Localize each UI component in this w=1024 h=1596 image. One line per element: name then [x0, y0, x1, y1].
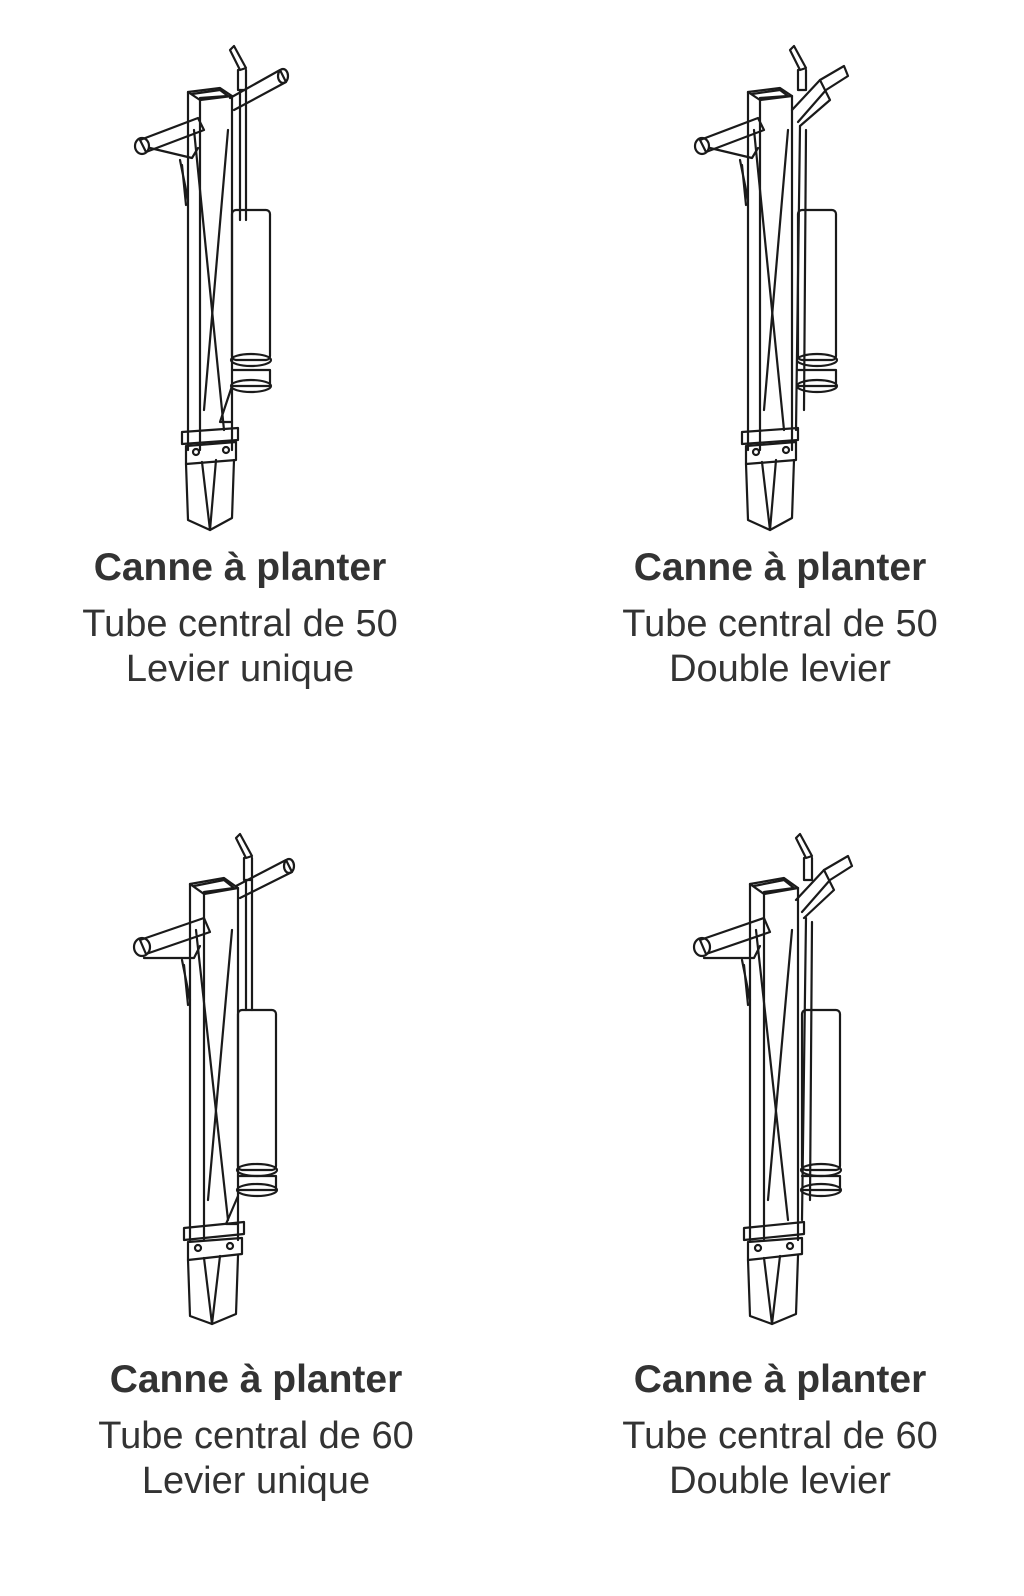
product-spec-tube: Tube central de 60	[98, 1415, 414, 1457]
product-spec-tube: Tube central de 50	[82, 603, 398, 645]
product-caption: Canne à planter Tube central de 60 Levie…	[16, 1356, 496, 1504]
planting-cane-double-lever-icon	[692, 832, 854, 1326]
product-caption: Canne à planter Tube central de 60 Doubl…	[540, 1356, 1020, 1504]
product-spec-lever: Double levier	[669, 1460, 891, 1502]
planting-cane-double-lever-icon	[693, 44, 850, 532]
product-caption: Canne à planter Tube central de 50 Levie…	[0, 544, 480, 692]
product-title: Canne à planter	[109, 1358, 403, 1401]
product-spec-lever: Levier unique	[141, 1460, 371, 1502]
product-title: Canne à planter	[633, 1358, 927, 1401]
product-spec-tube: Tube central de 50	[622, 603, 938, 645]
product-title: Canne à planter	[93, 546, 387, 589]
product-spec-lever: Levier unique	[125, 648, 355, 690]
product-caption: Canne à planter Tube central de 50 Doubl…	[540, 544, 1020, 692]
planting-cane-single-lever-icon	[133, 44, 290, 532]
product-spec-tube: Tube central de 60	[622, 1415, 938, 1457]
product-title: Canne à planter	[633, 546, 927, 589]
planting-cane-single-lever-icon	[132, 832, 296, 1326]
product-spec-lever: Double levier	[669, 648, 891, 690]
